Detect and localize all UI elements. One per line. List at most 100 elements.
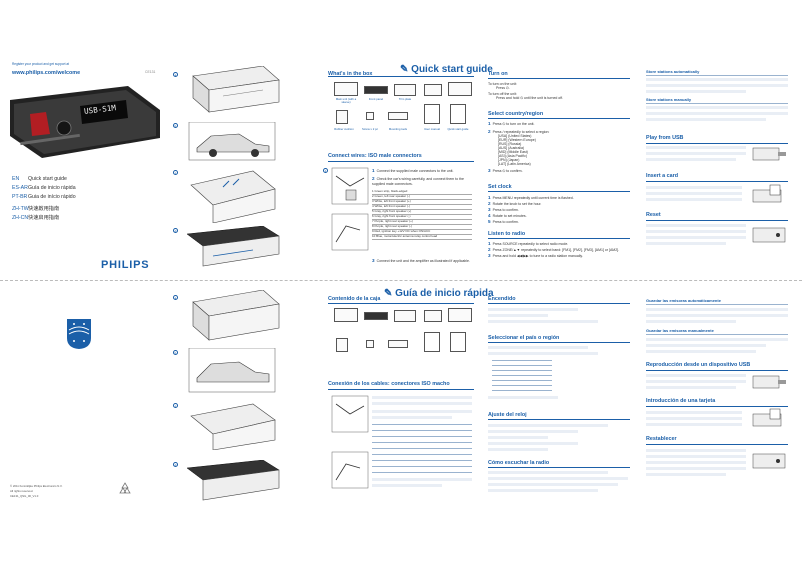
body-text: Press ⏻. [496,86,510,90]
section-heading: Reset [646,212,661,218]
step-marker: c [173,170,178,175]
wire-row: 4 White, left front speaker (-) [372,204,472,210]
section-heading: Store stations manually [646,97,692,102]
section-heading: Contenido de la caja [328,296,381,302]
wire-row: 5 Gray, right front speaker (+) [372,209,472,215]
section-heading: Seleccionar el país o región [488,335,560,341]
mounting-tools-image [388,112,408,120]
section-heading: Guardar las emisoras manualmente [646,328,714,333]
section-heading: Turn on [488,71,508,77]
step-marker: a [173,295,178,300]
section-heading: Ajuste del reloj [488,412,527,418]
user-manual-image [424,332,440,352]
guide-title: ✎ Quick start guide [400,64,493,75]
connectors-image [448,308,472,322]
connector-figure [331,395,369,433]
car-figure [188,122,276,161]
rubber-cushion-image [424,310,442,322]
usb-figure [752,375,786,389]
philips-shield-icon [67,319,91,349]
box-item-label: User manual [424,127,440,131]
reset-figure [752,453,786,469]
section-heading: Set clock [488,184,512,190]
step-marker: b [173,123,178,128]
copyright-line: All rights reserved. [10,489,34,493]
guide-title: ✎ Guía de inicio rápida [384,288,494,299]
register-text: Register your product and get support at [12,62,70,66]
usb-figure [752,147,786,161]
body-text: To turn on the unit: [488,82,517,86]
support-url[interactable]: www.philips.com/welcome [12,70,81,76]
fold-line [0,280,802,281]
box-item-label: Main unit (with a sleeve) [335,97,357,105]
wire-row: 6 Gray, right front speaker (-) [372,214,472,220]
language-item: ZH-CN快速启用指南 [12,215,60,221]
language-item: ZH-TW快速啟用指南 [12,206,60,212]
section-heading: Store stations automatically [646,69,700,74]
section-heading: Insert a card [646,173,679,179]
language-item: ES-ARGuía de inicio rápida [12,185,76,191]
wire-row: 3 White, left front speaker (+) [372,199,472,205]
step-marker: c [173,403,178,408]
screw-image [336,338,348,352]
card-figure [752,184,782,203]
wire-row: 7 Purple, right rear speaker (+) [372,219,472,225]
body-text: Press and hold ⏻ until the unit is turne… [496,96,564,100]
connectors-image [448,82,472,96]
screw-image [336,110,348,124]
step-marker: 1 [323,168,328,173]
section-heading: Conexión de los cables: conectores ISO m… [328,381,450,387]
section-heading: Connect wires: ISO male connectors [328,153,422,159]
installation-figure [190,403,276,450]
sleeve-figure [192,66,280,113]
box-item-label: Front panel [368,97,384,101]
amplifier-figure [331,213,369,251]
step-marker: a [173,72,178,77]
sleeve-figure [192,290,280,341]
box-contents: Main unit (with a sleeve) Front panel Tr… [328,80,474,148]
section-heading: Reproducción desde un dispositivo USB [646,362,751,368]
wire-row: 10 Blue, motor/electric antenna relay co… [372,234,472,240]
section-heading: What's in the box [328,71,373,77]
document-code: CE131_QSG_00_V1.0 [10,494,39,498]
connector-figure [331,167,369,205]
front-panel-figure [186,460,280,501]
section-heading: Play from USB [646,135,684,141]
trim-plate-image [394,310,416,322]
copyright-line: © 2011 Koninklijke Philips Electronics N… [10,484,63,488]
trim-plate-image [394,84,416,96]
main-unit-image [334,82,358,96]
section-heading: Listen to radio [488,231,526,237]
box-item-label: Screw x 2 pc [361,127,378,131]
step-marker: d [173,228,178,233]
region-option: [MID] (Middle East) [498,150,528,154]
quick-guide-image [450,104,466,124]
screw-image [366,112,374,120]
car-stereo-image [10,86,160,158]
wire-row: 9 Red, ignition key +12V DC when ON/ACC [372,229,472,235]
front-panel-image [364,86,388,94]
rubber-cushion-image [424,84,442,96]
mounting-tools-image [388,340,408,348]
main-unit-image [334,308,358,322]
section-heading: Restablecer [646,436,677,442]
card-figure [752,408,782,427]
region-option: [USA] (United States) [498,134,532,138]
amplifier-figure [331,451,369,489]
section-heading: Guardar las emisoras automáticamente [646,298,721,303]
user-manual-image [424,104,440,124]
box-item-label: Trim plate [398,97,412,101]
